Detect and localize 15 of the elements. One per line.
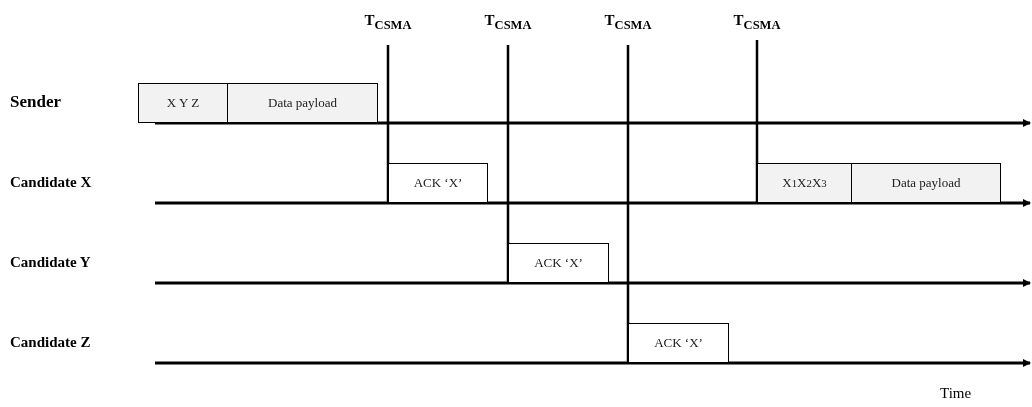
lane-label: Sender	[10, 92, 61, 112]
timing-label: T$_{CSMA}$	[733, 12, 781, 33]
payload-box: Data payload	[851, 163, 1001, 203]
timing-label: T$_{CSMA}$	[364, 12, 412, 33]
header-field-box: X Y Z	[138, 83, 228, 123]
ack-box: ACK ‘X’	[628, 323, 729, 363]
payload-box: Data payload	[227, 83, 378, 123]
lane-label: Candidate X	[10, 174, 92, 191]
lane-label: Candidate Z	[10, 334, 91, 351]
ack-box: ACK ‘X’	[508, 243, 609, 283]
ack-box: ACK ‘X’	[388, 163, 488, 203]
timing-label: T$_{CSMA}$	[484, 12, 532, 33]
lane-label: Candidate Y	[10, 254, 91, 271]
timing-label: T$_{CSMA}$	[604, 12, 652, 33]
axis-label: Time	[940, 385, 972, 402]
